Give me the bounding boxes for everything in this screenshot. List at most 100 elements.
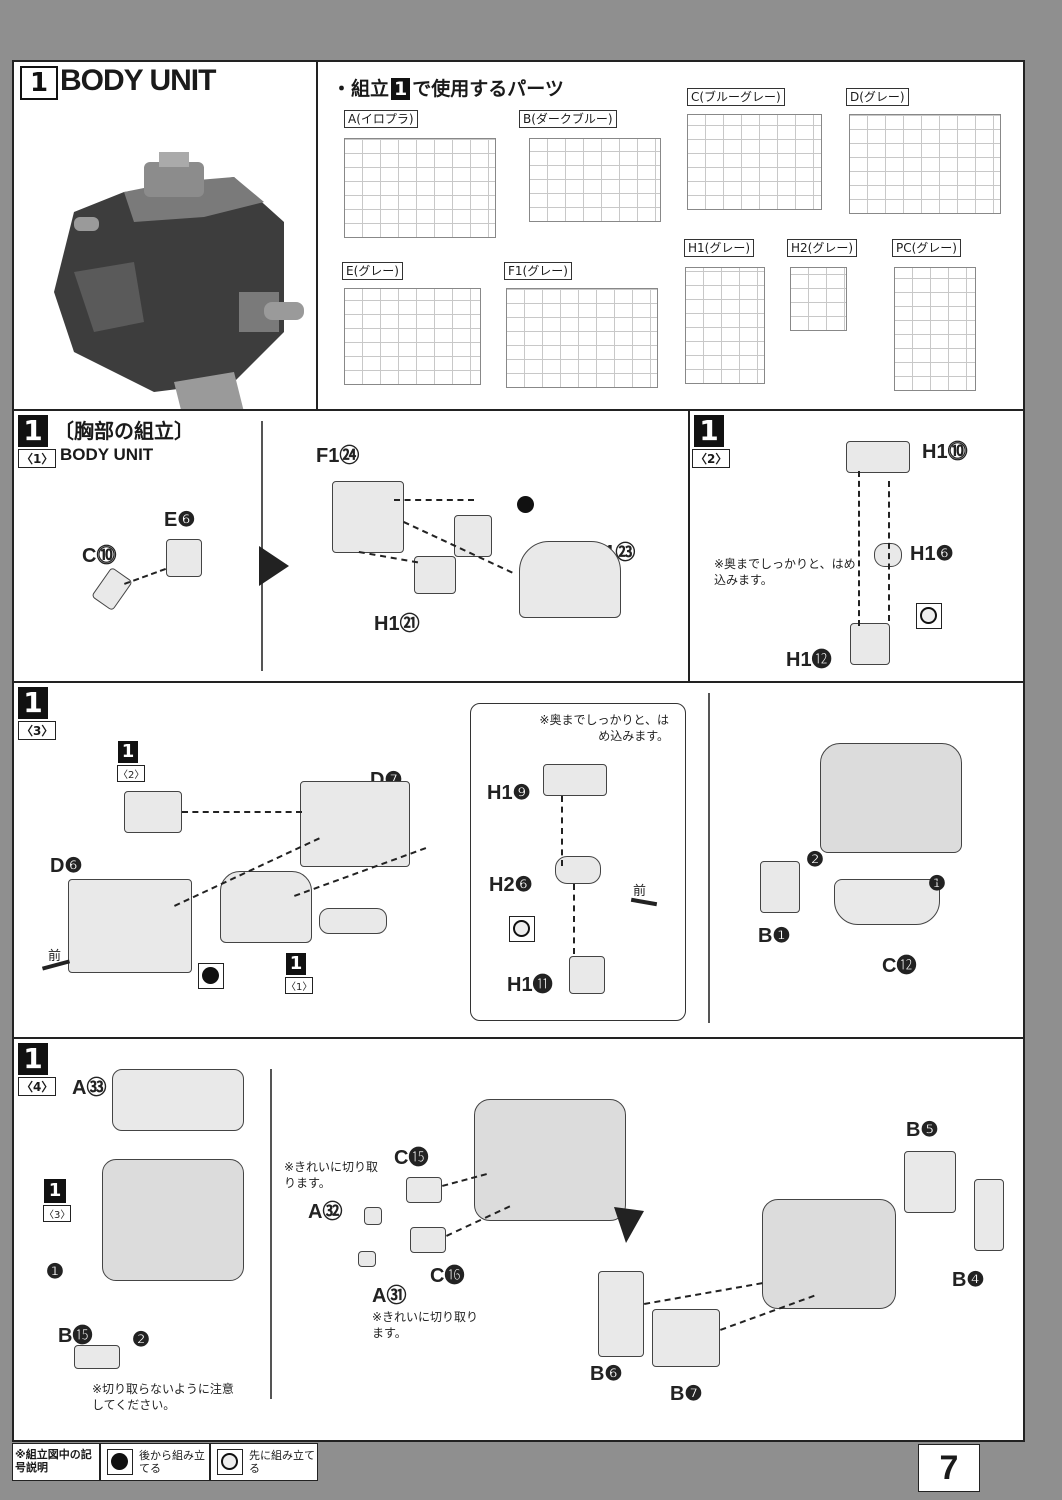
runner-b-tag: B(ダークブルー)	[519, 110, 617, 128]
clean-note-2: ※きれいに切り取ります。	[372, 1310, 479, 1340]
part-h2-6	[555, 856, 601, 884]
part-d7	[300, 781, 410, 867]
runner-pc	[894, 267, 976, 391]
label-b7: B❼	[670, 1383, 703, 1405]
build-later-icon	[107, 1449, 133, 1475]
runner-c	[687, 114, 822, 210]
part-b1	[760, 861, 800, 913]
runner-f1-tag: F1(グレー)	[504, 262, 572, 280]
part-h1-10	[846, 441, 910, 473]
header-divider	[316, 62, 318, 409]
part-h1-11	[569, 956, 605, 994]
step4-sub: 〈4〉	[18, 1077, 57, 1096]
build-later-icon	[198, 963, 224, 989]
label-c16: C⓰	[430, 1265, 465, 1287]
label-h1-10: H1⓾	[922, 441, 968, 463]
part-f1-23	[519, 541, 621, 618]
guide-line	[573, 884, 575, 954]
part-inner	[454, 515, 492, 557]
guide-line	[394, 499, 474, 501]
label-h1-6: H1❻	[910, 543, 954, 565]
next-arrow-icon	[259, 546, 289, 586]
assembly-chest	[220, 871, 312, 943]
assembly-chest-complete	[820, 743, 962, 853]
marker-2: ❷	[806, 849, 824, 871]
label-c15: C⓯	[394, 1147, 429, 1169]
part-b6	[598, 1271, 644, 1357]
label-e6: E❻	[164, 509, 196, 531]
step2-note: ※奥までしっかりと、はめ込みます。	[714, 557, 856, 587]
part-h1-21	[414, 556, 456, 594]
step1-sub: 〈1〉	[18, 449, 57, 468]
ref-step-sub: 〈3〉	[43, 1205, 72, 1222]
label-h1-12: H1⓬	[786, 649, 832, 671]
label-b4: B❹	[952, 1269, 985, 1291]
part-b5	[904, 1151, 956, 1213]
ref-step-sub: 〈1〉	[285, 977, 314, 994]
runner-e	[344, 288, 481, 385]
part-h1-6	[874, 543, 902, 567]
part-h1-12	[850, 623, 890, 665]
step1-unit: BODY UNIT	[60, 445, 154, 464]
legend-item-later: 後から組み立てる	[139, 1449, 205, 1475]
part-f1-24	[332, 481, 404, 553]
part-c10	[91, 566, 133, 612]
ref-step-box: 1	[286, 953, 306, 975]
runner-h2-tag: H2(グレー)	[787, 239, 858, 257]
page-number: 7	[918, 1444, 980, 1492]
part-shaft	[319, 908, 387, 934]
step1-number: 1	[18, 415, 48, 447]
step-divider	[708, 693, 710, 1023]
guide-line	[644, 1282, 763, 1305]
runner-f1	[506, 288, 658, 388]
label-b6: B❻	[590, 1363, 623, 1385]
parts-heading-step: 1	[391, 78, 411, 100]
build-first-icon	[916, 603, 942, 629]
runner-d	[849, 114, 1001, 214]
label-a33: A㉝	[72, 1077, 107, 1099]
marker-1: ❶	[928, 873, 946, 895]
part-a31	[358, 1251, 376, 1267]
assembly-chest	[102, 1159, 244, 1281]
guide-line	[561, 796, 563, 866]
runner-b	[529, 138, 661, 222]
runner-e-tag: E(グレー)	[342, 262, 403, 280]
runner-h1	[685, 267, 765, 384]
runner-c-tag: C(ブルーグレー)	[687, 88, 785, 106]
step1-title: 〔胸部の組立〕	[54, 419, 194, 443]
legend-item-first: 先に組み立てる	[249, 1449, 315, 1475]
part-d6	[68, 879, 192, 973]
guide-line	[888, 481, 890, 621]
step4-panel: 1 〈4〉 A㉝ 1 〈3〉 ❶ ❷ B⓯ ※切り取らないように注意してください…	[12, 1037, 1025, 1442]
part-b15	[74, 1345, 120, 1369]
flow-divider	[270, 1069, 272, 1399]
runner-a-tag: A(イロプラ)	[344, 110, 418, 128]
part-b7	[652, 1309, 720, 1367]
runner-h2	[790, 267, 847, 331]
label-a31: A㉛	[372, 1285, 407, 1307]
step-number-box: 1	[20, 66, 58, 100]
part-e6	[166, 539, 202, 577]
legend-divider	[99, 1444, 101, 1480]
clean-note-1: ※きれいに切り取ります。	[284, 1160, 379, 1190]
symbol-legend: ※組立図中の記号説明 後から組み立てる 先に組み立てる	[12, 1443, 318, 1481]
label-b1: B❶	[758, 925, 791, 947]
front-label: 前	[633, 884, 647, 899]
build-later-icon	[514, 493, 540, 519]
part-b4	[974, 1179, 1004, 1251]
label-a32: A㉜	[308, 1201, 343, 1223]
label-h1-9: H1❾	[487, 782, 531, 804]
marker-2: ❷	[132, 1329, 150, 1351]
careful-note: ※切り取らないように注意してください。	[92, 1382, 234, 1412]
step-divider	[688, 411, 690, 681]
part-a32	[364, 1207, 382, 1225]
build-first-icon	[217, 1449, 243, 1475]
label-c12: C⓬	[882, 955, 917, 977]
label-h1-11: H1⓫	[507, 974, 553, 996]
marker-1: ❶	[46, 1261, 64, 1283]
step3-panel: 1 〈3〉 1 〈2〉 D❼ D❻ 1 〈1〉 前 ※奥までしっかりと、はめ込み…	[12, 681, 1025, 1039]
runner-h1-tag: H1(グレー)	[684, 239, 755, 257]
label-b15: B⓯	[58, 1325, 93, 1347]
body-unit-illustration	[54, 152, 304, 422]
